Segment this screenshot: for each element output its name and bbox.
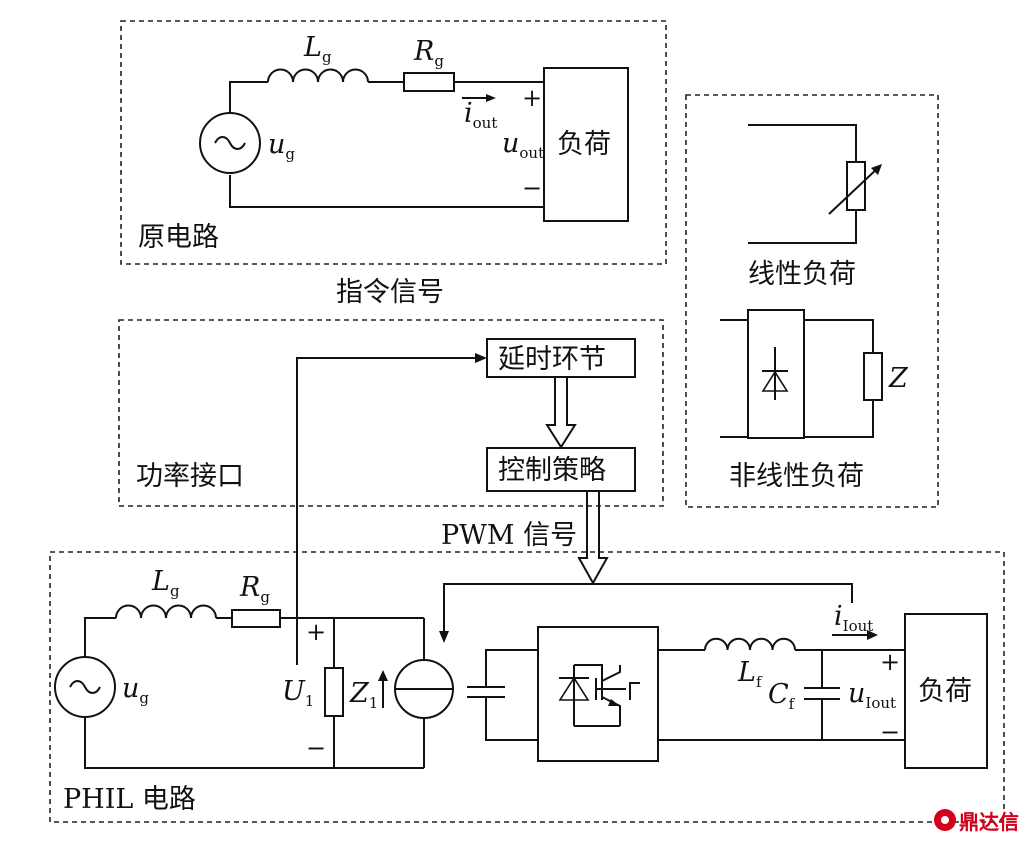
linear-load-label: 线性负荷: [748, 259, 856, 290]
load-box-top: [543, 67, 629, 222]
iout-label: iout: [464, 98, 497, 132]
load-label-bottom: 负荷: [918, 676, 972, 707]
inductor-lg-top: [267, 68, 369, 83]
control-strategy-block: [486, 447, 636, 492]
plus-u1: +: [306, 618, 326, 646]
u1-label: U1: [282, 676, 314, 710]
load-label-top: 负荷: [557, 129, 611, 160]
power-interface: [296, 338, 636, 665]
resistor-rg-bottom: [231, 609, 281, 628]
load-types-frame: [685, 94, 939, 508]
converter-box: [537, 626, 659, 762]
load-box-bottom: [904, 613, 988, 769]
hollow-arrow-delay-control: [545, 378, 577, 449]
minus-bottom: −: [880, 718, 900, 746]
minus-u1: −: [306, 734, 326, 762]
linear-load: [748, 124, 882, 244]
iiout-label: iIout: [834, 601, 873, 635]
control-strategy-label: 控制策略: [498, 455, 606, 486]
phil-circuit-title: PHIL 电路: [63, 784, 196, 815]
inductor-lf: [704, 637, 796, 651]
command-signal-label: 指令信号: [336, 277, 444, 308]
nonlinear-load: [720, 309, 883, 439]
resistor-rg-top: [403, 72, 455, 92]
nonlinear-load-label: 非线性负荷: [729, 461, 864, 492]
phil-circuit: [54, 583, 988, 769]
hollow-arrow-pwm: [577, 492, 609, 586]
original-circuit-frame: [120, 20, 667, 265]
delay-block: [486, 338, 636, 378]
delay-block-label: 延时环节: [498, 344, 606, 375]
power-interface-frame: [118, 319, 664, 507]
power-interface-title: 功率接口: [136, 461, 244, 492]
minus-top: −: [522, 174, 542, 202]
lf-label: Lf: [737, 657, 763, 691]
ug-label-top: ug: [268, 129, 295, 163]
plus-bottom: +: [880, 648, 900, 676]
z-label: Z: [888, 363, 909, 394]
lg-label-top: Lg: [303, 32, 332, 66]
inductor-lg-bottom: [115, 604, 217, 619]
rg-label-top: Rg: [413, 36, 444, 70]
variable-resistor: [846, 161, 866, 211]
watermark-text: 鼎达信: [959, 810, 1019, 834]
ug-label-bottom: ug: [122, 673, 149, 707]
lg-label-bottom: Lg: [151, 566, 180, 600]
cf-label: Cf: [768, 679, 796, 713]
impedance-z1: [324, 667, 344, 717]
original-circuit-title: 原电路: [138, 222, 219, 253]
uiout-label: uIout: [848, 678, 896, 712]
z1-label: Z1: [349, 678, 378, 712]
impedance-z: [863, 352, 883, 401]
phil-circuit-frame: [49, 551, 1005, 823]
original-circuit: [199, 67, 629, 222]
rg-label-bottom: Rg: [239, 572, 270, 606]
pwm-signal-label: PWM 信号: [441, 520, 577, 551]
plus-top: +: [522, 84, 542, 112]
uout-label: uout: [502, 128, 544, 162]
